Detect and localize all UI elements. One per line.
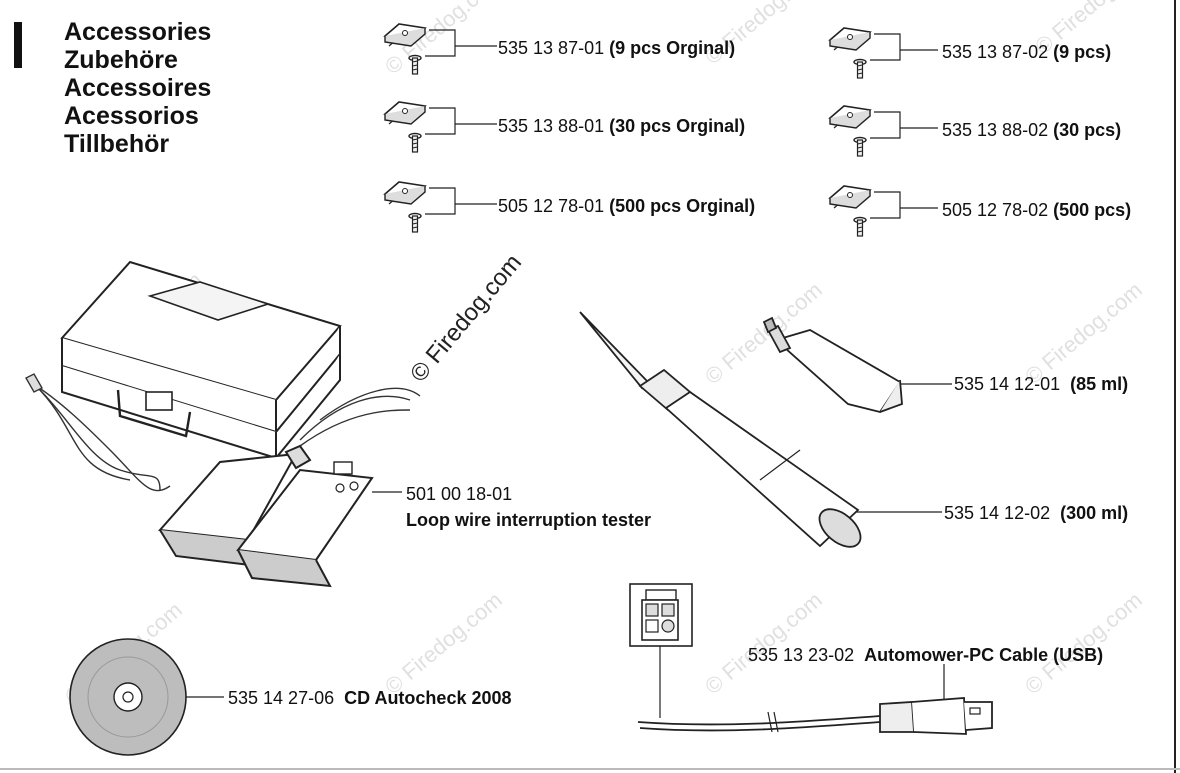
sealant-cartridge xyxy=(579,311,942,548)
cd-label: 535 14 27-06 CD Autocheck 2008 xyxy=(228,688,512,708)
tube-large-label: 535 14 12-02 (300 ml) xyxy=(944,503,1129,523)
blade-label-4: 535 13 88-02 (30 pcs) xyxy=(942,120,1122,140)
blade-label-2: 535 13 87-02 (9 pcs) xyxy=(942,42,1112,62)
title-pt: Acessorios xyxy=(64,102,199,130)
page-border-right xyxy=(1174,0,1176,773)
title-de: Zubehöre xyxy=(64,46,178,74)
page-border-bottom xyxy=(0,768,1180,770)
blade-kit-2 xyxy=(829,27,938,79)
blade-label-3: 535 13 88-01 (30 pcs Orginal) xyxy=(498,116,746,136)
title-sv: Tillbehör xyxy=(64,130,170,158)
blade-label-1: 535 13 87-01 (9 pcs Orginal) xyxy=(498,38,736,58)
blade-kit-5 xyxy=(384,181,497,233)
title-block: Accessories Zubehöre Accessoires Acessor… xyxy=(64,18,211,158)
blade-kit-1 xyxy=(384,23,497,75)
section-marker xyxy=(14,22,22,68)
grease-tube-small xyxy=(762,316,952,414)
blade-label-6: 505 12 78-02 (500 pcs) xyxy=(942,200,1132,220)
blade-kit-4 xyxy=(829,105,938,157)
title-fr: Accessoires xyxy=(64,74,212,102)
tester-units xyxy=(157,444,402,588)
tester-case xyxy=(60,260,342,460)
blade-label-5: 505 12 78-01 (500 pcs Orginal) xyxy=(498,196,756,216)
tester-part-number: 501 00 18-01 xyxy=(406,484,513,504)
cable-label: 535 13 23-02 Automower-PC Cable (USB) xyxy=(748,645,1104,665)
tester-description: Loop wire interruption tester xyxy=(406,510,652,530)
tester-wires xyxy=(25,373,421,492)
cd-disc xyxy=(69,638,224,756)
blade-kit-3 xyxy=(384,101,497,153)
title-en: Accessories xyxy=(64,18,212,46)
usb-cable xyxy=(629,583,993,735)
tube-small-label: 535 14 12-01 (85 ml) xyxy=(954,374,1129,394)
blade-kit-6 xyxy=(829,185,938,237)
